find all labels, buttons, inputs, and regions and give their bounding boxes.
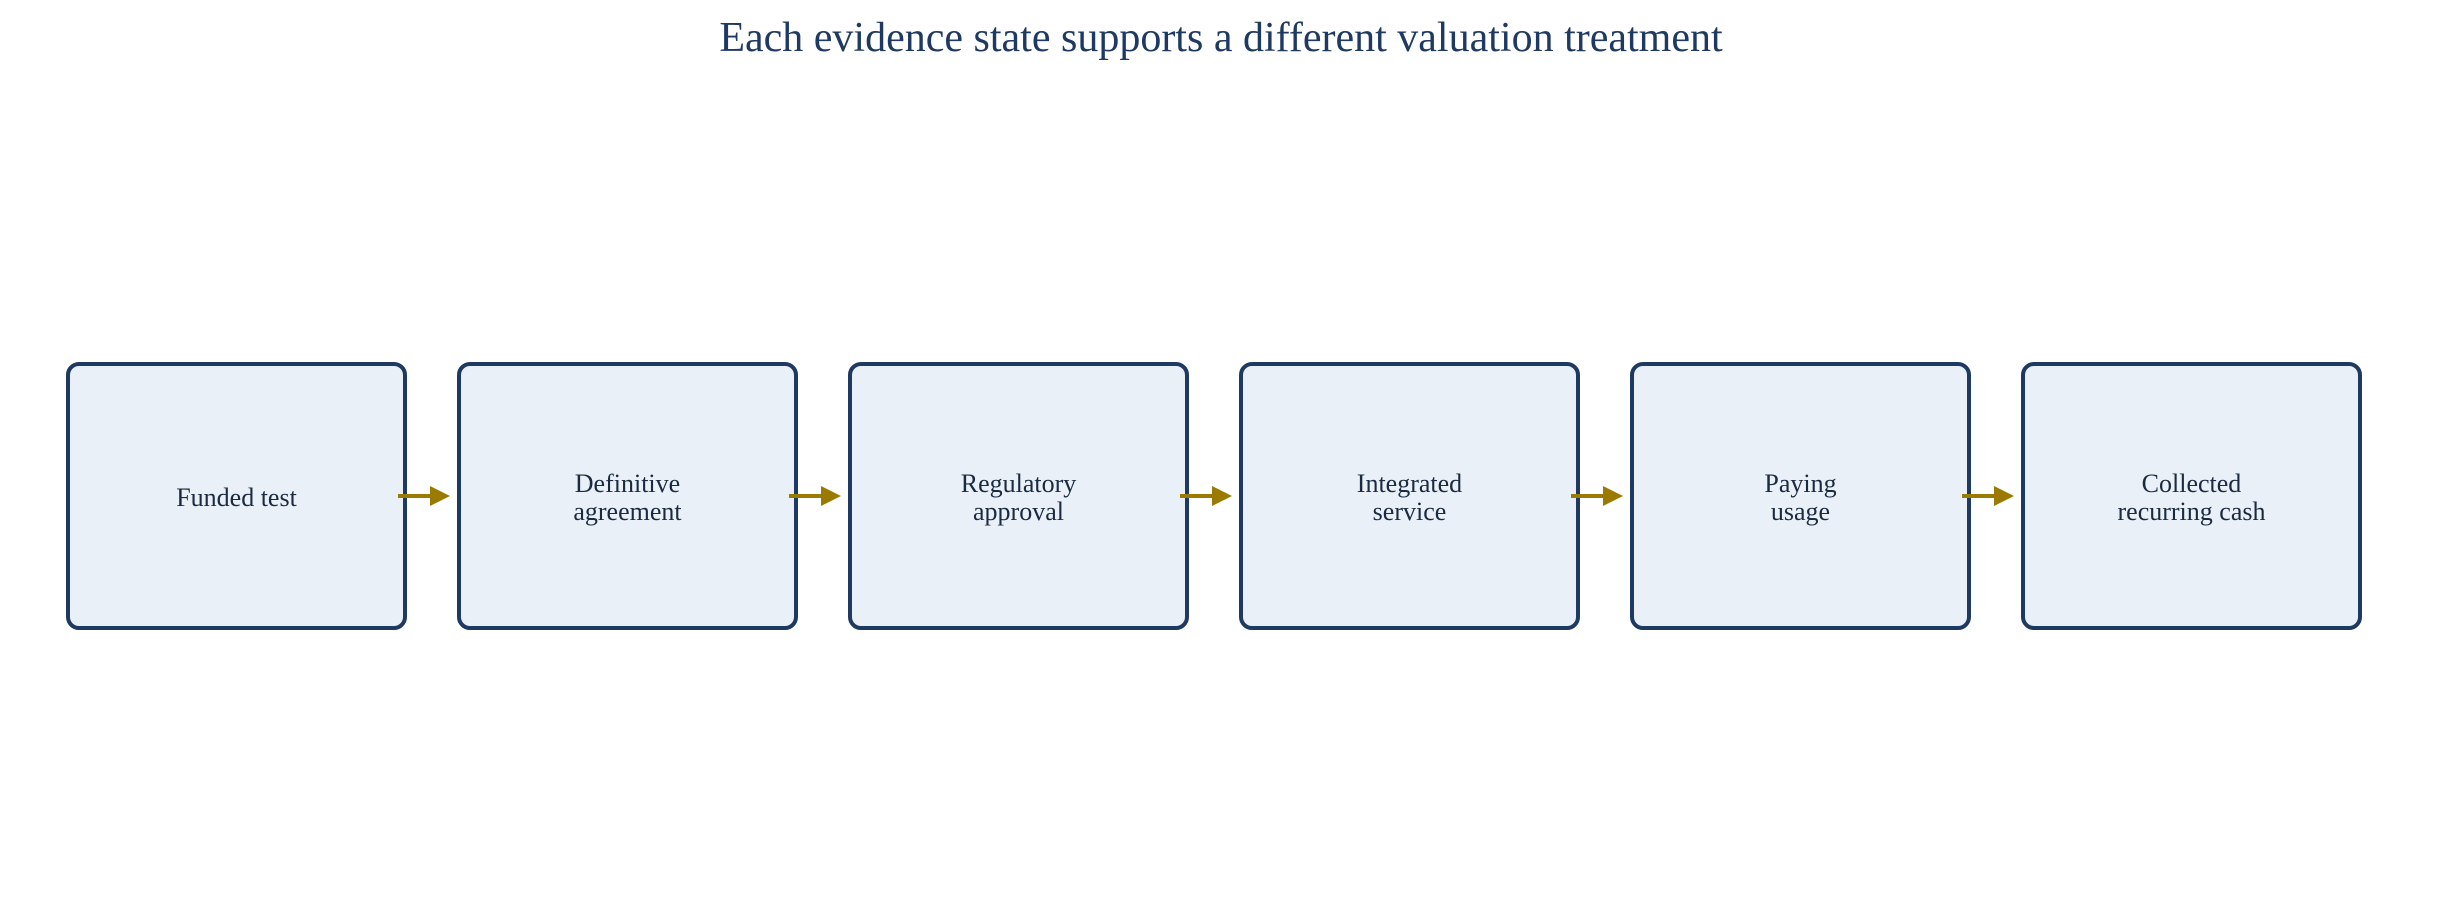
diagram-title: Each evidence state supports a different… bbox=[719, 15, 1723, 61]
step-label: Funded test bbox=[176, 482, 297, 512]
right-arrow-icon bbox=[789, 486, 841, 506]
step-label: Definitive agreement bbox=[573, 468, 682, 526]
step-definitive-agreement: Definitive agreement bbox=[457, 362, 798, 630]
step-label: Regulatory approval bbox=[960, 468, 1077, 526]
step-label: Collected recurring cash bbox=[2117, 468, 2266, 526]
step-integrated-service: Integrated service bbox=[1239, 362, 1580, 630]
step-paying-usage: Paying usage bbox=[1630, 362, 1971, 630]
step-label: Paying usage bbox=[1764, 468, 1837, 526]
step-regulatory-approval: Regulatory approval bbox=[848, 362, 1189, 630]
step-funded-test: Funded test bbox=[66, 362, 407, 630]
right-arrow-icon bbox=[1180, 486, 1232, 506]
step-label: Integrated service bbox=[1356, 468, 1463, 526]
right-arrow-icon bbox=[1571, 486, 1623, 506]
right-arrow-icon bbox=[398, 486, 450, 506]
right-arrow-icon bbox=[1962, 486, 2014, 506]
step-collected-recurring-cash: Collected recurring cash bbox=[2021, 362, 2362, 630]
